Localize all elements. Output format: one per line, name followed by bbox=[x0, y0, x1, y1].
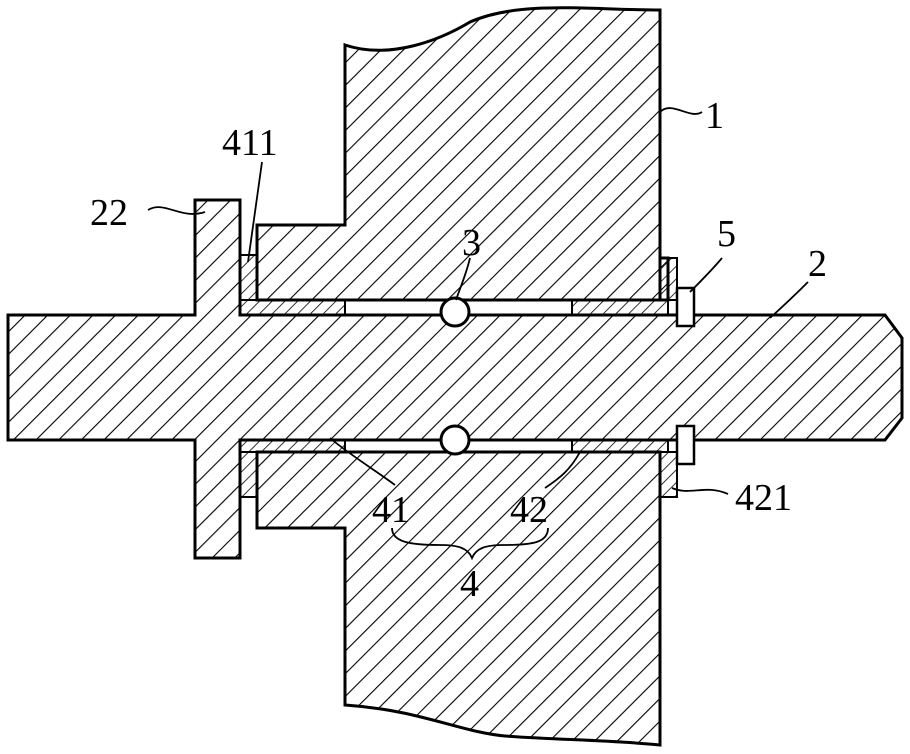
leader-421 bbox=[671, 487, 729, 495]
label-5: 5 bbox=[717, 213, 736, 255]
retainer-5-lower bbox=[675, 424, 696, 466]
leader-2 bbox=[769, 281, 809, 319]
label-42: 42 bbox=[510, 489, 548, 531]
sleeve-lip-421 bbox=[659, 451, 678, 498]
label-421: 421 bbox=[735, 477, 792, 519]
sleeve-42-lower bbox=[571, 439, 669, 453]
brace-4 bbox=[391, 527, 549, 561]
retainer-5-upper bbox=[675, 286, 696, 328]
label-4: 4 bbox=[460, 563, 479, 605]
leader-42 bbox=[544, 451, 581, 489]
label-1: 1 bbox=[705, 95, 724, 137]
sleeve-41-upper bbox=[239, 299, 346, 316]
leader-41 bbox=[329, 437, 396, 486]
leader-22 bbox=[147, 206, 206, 215]
leader-411 bbox=[247, 161, 263, 263]
label-41: 41 bbox=[372, 489, 410, 531]
leader-3 bbox=[455, 257, 471, 301]
sleeve-lip-left-lower bbox=[239, 451, 258, 498]
sleeve-42-upper bbox=[571, 299, 669, 316]
shaft bbox=[6, 198, 904, 560]
sleeve-41-lower bbox=[239, 439, 346, 453]
housing-lower bbox=[255, 450, 662, 747]
label-3: 3 bbox=[462, 222, 481, 264]
label-2: 2 bbox=[808, 243, 827, 285]
label-22: 22 bbox=[90, 192, 128, 234]
label-411: 411 bbox=[222, 122, 278, 164]
ball-3-upper bbox=[439, 296, 471, 328]
ball-3-lower bbox=[439, 424, 471, 456]
leader-1 bbox=[659, 107, 703, 115]
sleeve-lip-right-upper bbox=[659, 257, 678, 301]
leader-5 bbox=[689, 257, 723, 293]
